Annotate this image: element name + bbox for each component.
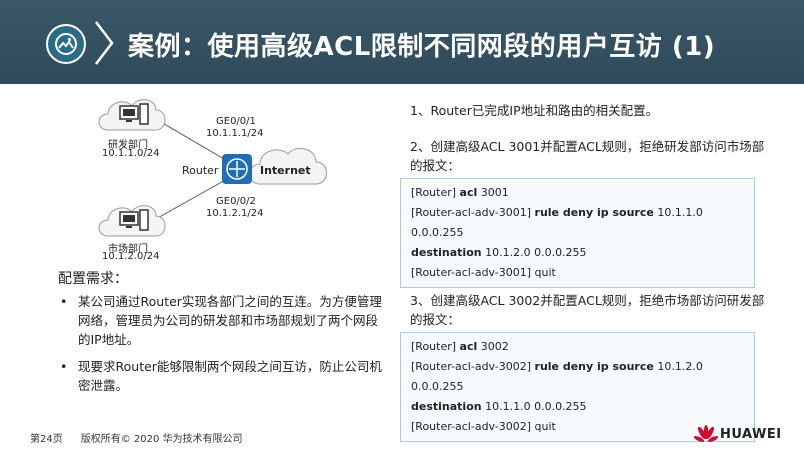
rd-dept-label: 研发部门 [108, 140, 148, 151]
requirements-list: 某公司通过Router实现各部门之间的互连。为方便管理网络，管理员为公司的研发部… [58, 292, 388, 403]
brand-name: HUAWEI [720, 427, 782, 442]
title-bar: 案例：使用高级ACL限制不同网段的用户互访 (1) [0, 0, 804, 84]
code-line: [Router-acl-adv-3002] rule deny ip sourc… [411, 360, 703, 393]
mkt-subnet-label: 10.1.2.0/24 [102, 251, 160, 262]
page-title: 案例：使用高级ACL限制不同网段的用户互访 (1) [128, 32, 716, 62]
huawei-flower-icon [694, 425, 718, 442]
code-block-acl-3002: [Router] acl 3002 [Router-acl-adv-3002] … [400, 332, 755, 442]
chevron-right-icon [95, 21, 114, 65]
copyright: 版权所有© 2020 华为技术有限公司 [80, 434, 243, 445]
ge002-label: GE0/0/2 [216, 196, 256, 207]
ge001-label: GE0/0/1 [216, 116, 256, 127]
list-item: 现要求Router能够限制两个网段之间互访，防止公司机密泄露。 [58, 357, 388, 395]
image-icon [46, 24, 86, 64]
code-line: destination 10.1.1.0 0.0.0.255 [411, 400, 587, 413]
ge001-ip-label: 10.1.1.1/24 [206, 128, 264, 139]
step-3: 3、创建高级ACL 3002并配置ACL规则，拒绝市场部访问研发部的报文： [410, 293, 765, 327]
code-line: [Router-acl-adv-3001] rule deny ip sourc… [411, 206, 703, 239]
network-diagram: 研发部门 10.1.1.0/24 GE0/0/1 10.1.1.1/24 Rou… [90, 92, 340, 264]
step-1: 1、Router已完成IP地址和路由的相关配置。 [410, 103, 659, 118]
internet-label: Internet [260, 164, 311, 177]
rd-computer-icon [119, 103, 149, 125]
huawei-logo: HUAWEI [694, 424, 784, 446]
rd-subnet-label: 10.1.1.0/24 [102, 148, 160, 159]
page-number: 第24页 [30, 434, 63, 445]
mkt-computer-icon [119, 209, 149, 231]
router-label: Router [182, 164, 219, 177]
code-line: [Router] acl 3002 [411, 340, 509, 353]
list-item: 某公司通过Router实现各部门之间的互连。为方便管理网络，管理员为公司的研发部… [58, 292, 388, 349]
code-line: [Router] acl 3001 [411, 186, 509, 199]
footer: 第24页 版权所有© 2020 华为技术有限公司 [30, 430, 261, 445]
requirements-title: 配置需求： [58, 271, 128, 287]
step-2: 2、创建高级ACL 3001并配置ACL规则，拒绝研发部访问市场部的报文： [410, 139, 765, 173]
code-block-acl-3001: [Router] acl 3001 [Router-acl-adv-3001] … [400, 178, 755, 288]
code-line: [Router-acl-adv-3001] quit [411, 266, 556, 279]
code-line: destination 10.1.2.0 0.0.0.255 [411, 246, 587, 259]
router-icon [222, 154, 252, 184]
ge002-ip-label: 10.1.2.1/24 [206, 208, 264, 219]
code-line: [Router-acl-adv-3002] quit [411, 420, 556, 433]
mkt-dept-label: 市场部门 [108, 244, 148, 255]
